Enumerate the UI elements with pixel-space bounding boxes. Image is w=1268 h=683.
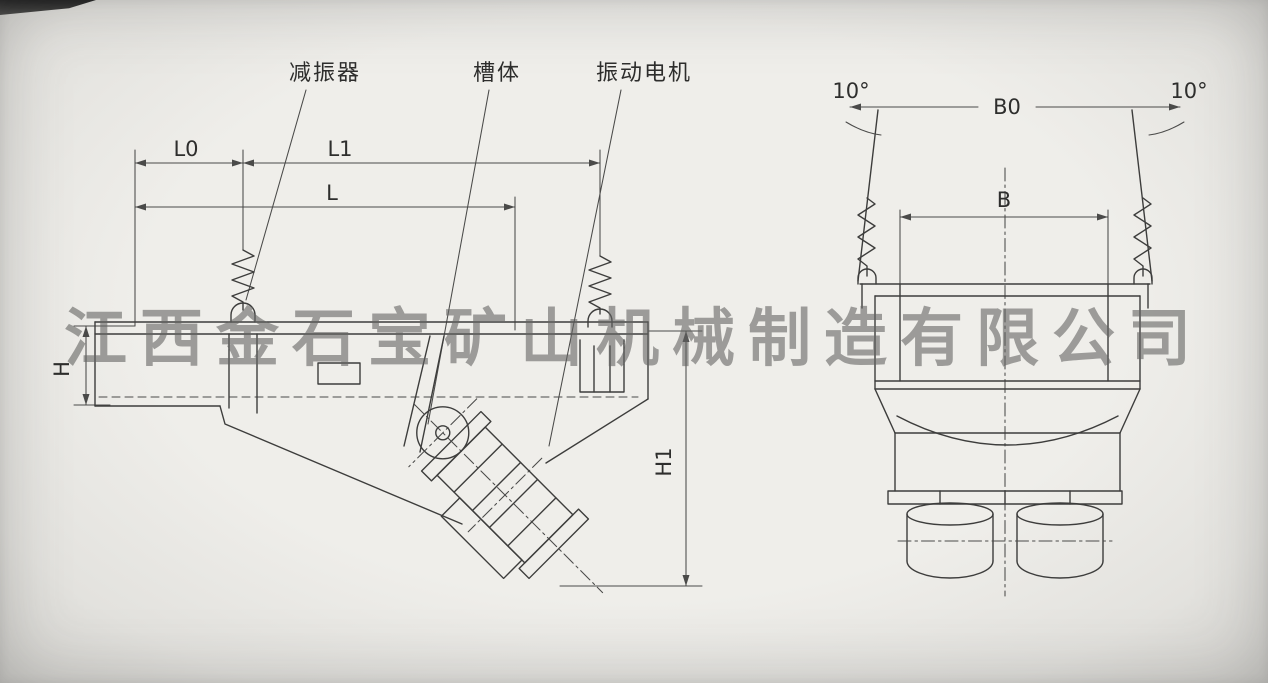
- shock-absorber-right: [579, 255, 625, 393]
- vibration-motor: [408, 398, 604, 594]
- watermark-text: 江西金石宝矿山机械制造有限公司: [64, 302, 1204, 375]
- dim-angle-left: 10°: [832, 79, 869, 103]
- side-dimension-lines: [73, 149, 703, 587]
- end-body-outline: [859, 283, 1151, 505]
- dim-h1: H1: [652, 447, 676, 476]
- dim-l0: L0: [173, 137, 198, 161]
- label-damper: 减振器: [289, 61, 361, 86]
- end-base-cylinders: [897, 502, 1113, 579]
- end-dimension-lines: [845, 103, 1185, 597]
- end-spring-left: [857, 197, 877, 285]
- side-view: 减振器 槽体 振动电机 L0 L1 L H H1: [50, 61, 703, 594]
- dim-l1: L1: [327, 137, 352, 161]
- end-spring-right: [1133, 197, 1153, 285]
- dim-angle-right: 10°: [1170, 79, 1207, 103]
- label-motor: 振动电机: [596, 61, 692, 86]
- dim-b: B: [997, 188, 1011, 212]
- dim-h: H: [50, 361, 74, 377]
- dim-l: L: [326, 181, 338, 205]
- shock-absorber-left: [230, 249, 256, 323]
- side-leader-lines: [245, 89, 622, 447]
- label-trough: 槽体: [473, 61, 521, 86]
- end-view: 10° 10° B0 B: [832, 79, 1208, 597]
- dim-b0: B0: [993, 95, 1021, 119]
- trough-body-outline: [94, 321, 649, 525]
